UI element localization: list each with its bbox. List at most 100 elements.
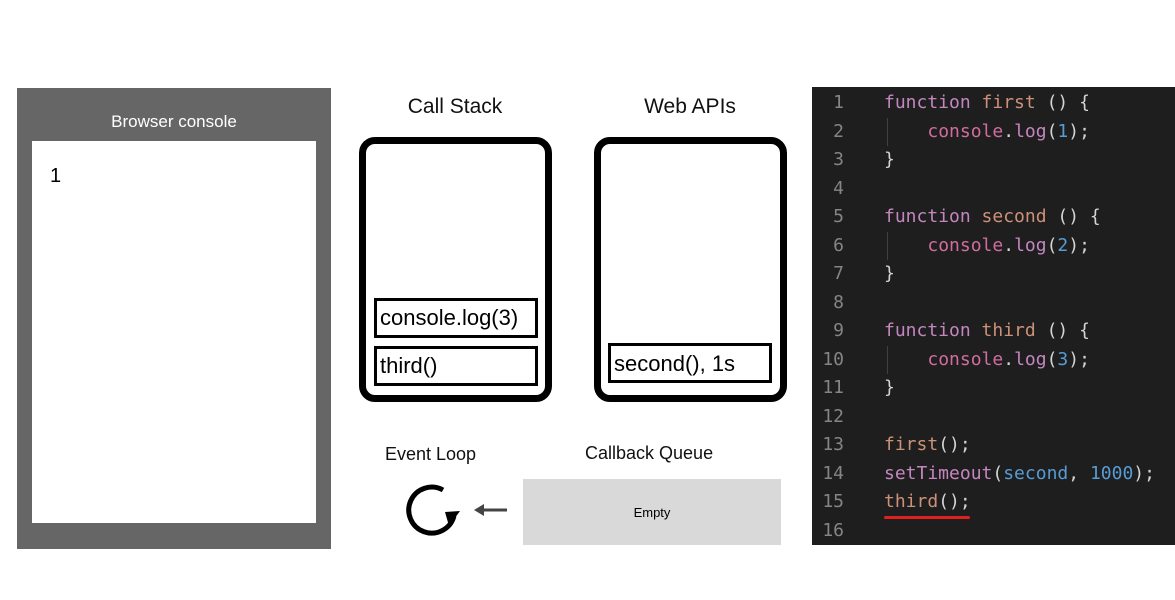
call-stack-frame: third() [374,346,538,386]
code-text: } [884,260,895,288]
line-number: 6 [833,234,844,256]
code-token: () { [1035,92,1090,113]
code-line[interactable]: 1 function first () { [812,89,1175,117]
code-token: . [1003,348,1015,370]
code-token [971,206,982,227]
code-token: ); [1133,462,1155,484]
code-token: . [1003,234,1015,256]
loop-arrow-icon [406,484,460,536]
code-token: 2 [1057,234,1069,256]
code-line[interactable]: 12 [812,403,1175,431]
code-text: function first () { [884,89,1090,117]
code-text: setTimeout(second, 1000); [884,460,1155,488]
callback-queue-title: Callback Queue [585,443,714,463]
left-arrow-icon [474,504,507,516]
code-token: 1 [1057,120,1069,142]
code-token: (); [938,434,971,455]
code-line[interactable]: 8 [812,289,1175,317]
code-token [971,320,982,341]
code-line[interactable]: 5 function second () { [812,203,1175,231]
console-output-line: 1 [50,165,62,187]
code-token: function [884,206,971,227]
line-number: 11 [822,377,844,398]
code-line[interactable]: 7} [812,260,1175,288]
code-line[interactable]: 10 console.log(3); [812,345,1175,374]
code-token: log [1014,348,1047,370]
code-token: console [927,234,1004,256]
code-token: function [884,92,971,113]
code-token: () { [1046,206,1101,227]
line-number: 15 [822,491,844,512]
code-token: third [884,491,939,512]
code-token: ); [1068,234,1090,256]
line-number: 12 [822,405,844,427]
code-token: first [981,92,1036,113]
code-text: console.log(2); [884,232,1090,260]
call-stack-title: Call Stack [407,95,503,118]
code-token: log [1014,120,1047,142]
code-line[interactable]: 11} [812,374,1175,402]
code-token: ( [1046,234,1058,256]
code-token: (); [938,491,971,512]
code-text: function second () { [884,203,1101,231]
code-text: first(); [884,431,971,459]
line-number: 2 [833,120,844,142]
code-token: , [1068,462,1090,484]
code-line[interactable]: 3} [812,146,1175,174]
code-text: function third () { [884,317,1090,345]
code-token [884,121,927,142]
code-line[interactable]: 16 [812,517,1175,545]
code-line[interactable]: 2 console.log(1); [812,117,1175,146]
code-token: ( [1046,348,1058,370]
code-token: } [884,263,895,284]
code-token [884,235,927,256]
code-token: second [981,206,1047,227]
code-token: 1000 [1089,462,1134,484]
browser-console-title: Browser console [111,112,237,131]
code-text: } [884,146,895,174]
code-line[interactable]: 6 console.log(2); [812,231,1175,260]
code-token: 3 [1057,348,1069,370]
web-api-item: second(), 1s [608,343,772,383]
console-output-area: 1 [32,141,316,523]
line-number: 1 [833,92,844,113]
code-token: function [884,320,971,341]
code-token: log [1014,234,1047,256]
browser-console-panel: Browser console 1 [17,88,331,549]
code-token: setTimeout [884,462,993,484]
code-token: third [981,320,1036,341]
line-number: 16 [822,519,844,541]
line-number: 5 [833,206,844,227]
line-number: 3 [833,149,844,170]
code-token: . [1003,120,1015,142]
code-token: ); [1068,348,1090,370]
code-token: console [927,348,1004,370]
line-number: 8 [833,291,844,313]
code-token: ); [1068,120,1090,142]
event-loop-title: Event Loop [385,444,477,464]
indent-guide [887,117,888,146]
call-stack-frame: console.log(3) [374,298,538,338]
line-number: 10 [822,348,844,370]
code-line[interactable]: 14 setTimeout(second, 1000); [812,460,1175,488]
line-number: 7 [833,263,844,284]
callback-queue-box: Empty [523,479,781,545]
code-text: console.log(3); [884,346,1090,374]
code-line[interactable]: 15 third(); [812,488,1175,516]
line-number: 4 [833,177,844,199]
indent-guide [887,345,888,374]
web-apis-title: Web APIs [644,95,736,118]
line-number: 14 [822,462,844,484]
code-text: third(); [884,488,971,516]
code-token: () { [1035,320,1090,341]
code-token: console [927,120,1004,142]
code-text: console.log(1); [884,118,1090,146]
code-token [884,349,927,370]
code-token: ( [992,462,1004,484]
code-token: first [884,434,939,455]
code-line[interactable]: 4 [812,175,1175,203]
indent-guide [887,231,888,260]
